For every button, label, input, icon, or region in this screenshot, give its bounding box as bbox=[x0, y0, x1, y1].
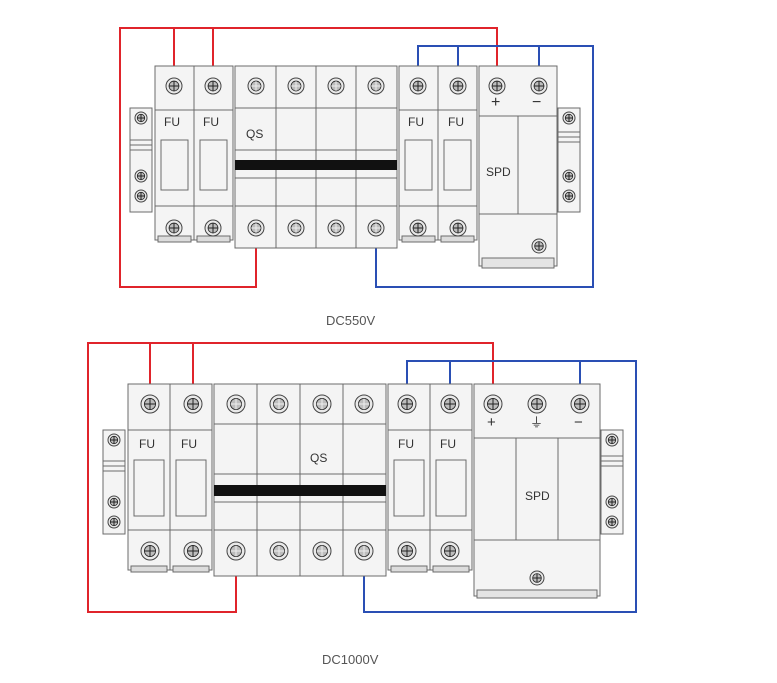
hex-screw-icon bbox=[226, 541, 246, 561]
screw-terminal-icon bbox=[562, 169, 576, 183]
screw-terminal-icon bbox=[527, 394, 547, 414]
fuse-label: FU bbox=[203, 115, 219, 129]
screw-terminal-icon bbox=[140, 541, 160, 561]
fuse-label: FU bbox=[398, 437, 414, 451]
screw-terminal-icon bbox=[107, 495, 121, 509]
fuse-holder-4: FU bbox=[429, 383, 473, 573]
switch-bar bbox=[235, 160, 397, 170]
right-end-bracket bbox=[557, 107, 581, 213]
screw-terminal-icon bbox=[165, 77, 183, 95]
fuse-holder-1: FU bbox=[154, 65, 195, 243]
switch-label: QS bbox=[310, 451, 327, 465]
hex-screw-icon bbox=[367, 77, 385, 95]
spd-ground-symbol: ⏚ bbox=[530, 415, 543, 430]
positive-outer-loop bbox=[87, 342, 494, 613]
caption-dc1000v: DC1000V bbox=[322, 652, 379, 667]
hex-screw-icon bbox=[269, 541, 289, 561]
screw-terminal-icon bbox=[440, 541, 460, 561]
hex-screw-icon bbox=[312, 394, 332, 414]
spd-positive-symbol: + bbox=[491, 94, 500, 111]
screw-terminal-icon bbox=[562, 189, 576, 203]
hex-screw-icon bbox=[269, 394, 289, 414]
isolator-switch: QS bbox=[213, 383, 387, 577]
screw-terminal-icon bbox=[488, 77, 506, 95]
diagram-dc1000v: FU FU QS FU bbox=[87, 342, 637, 667]
fuse-holder-3: FU bbox=[398, 65, 439, 243]
screw-terminal-icon bbox=[204, 219, 222, 237]
screw-terminal-icon bbox=[134, 169, 148, 183]
diagram-dc550v: FU FU QS bbox=[119, 27, 594, 328]
screw-terminal-icon bbox=[570, 394, 590, 414]
screw-terminal-icon bbox=[165, 219, 183, 237]
spd-negative-symbol: − bbox=[574, 414, 583, 431]
screw-terminal-icon bbox=[605, 433, 619, 447]
switch-label: QS bbox=[246, 127, 263, 141]
spd-label: SPD bbox=[486, 165, 511, 179]
screw-terminal-icon bbox=[134, 189, 148, 203]
caption-dc550v: DC550V bbox=[326, 313, 375, 328]
screw-terminal-icon bbox=[409, 219, 427, 237]
screw-terminal-icon bbox=[204, 77, 222, 95]
screw-terminal-icon bbox=[440, 394, 460, 414]
fuse-holder-3: FU bbox=[387, 383, 431, 573]
spd-negative-symbol: − bbox=[532, 94, 541, 111]
screw-terminal-icon bbox=[605, 495, 619, 509]
positive-outer-loop bbox=[119, 27, 498, 288]
fuse-label: FU bbox=[139, 437, 155, 451]
screw-terminal-icon bbox=[140, 394, 160, 414]
screw-terminal-icon bbox=[605, 515, 619, 529]
surge-protector: SPD + ⏚ − bbox=[473, 383, 601, 599]
right-end-bracket bbox=[600, 429, 624, 535]
fuse-label: FU bbox=[448, 115, 464, 129]
hex-screw-icon bbox=[354, 541, 374, 561]
left-end-bracket bbox=[129, 107, 153, 213]
screw-terminal-icon bbox=[530, 77, 548, 95]
screw-terminal-icon bbox=[449, 77, 467, 95]
left-end-bracket bbox=[102, 429, 126, 535]
hex-screw-icon bbox=[247, 219, 265, 237]
fuse-label: FU bbox=[181, 437, 197, 451]
fuse-label: FU bbox=[408, 115, 424, 129]
screw-terminal-icon bbox=[409, 77, 427, 95]
hex-screw-icon bbox=[247, 77, 265, 95]
switch-bar bbox=[214, 485, 386, 496]
screw-terminal-icon bbox=[529, 570, 545, 586]
screw-terminal-icon bbox=[107, 433, 121, 447]
hex-screw-icon bbox=[327, 77, 345, 95]
fuse-label: FU bbox=[164, 115, 180, 129]
screw-terminal-icon bbox=[531, 238, 547, 254]
hex-screw-icon bbox=[312, 541, 332, 561]
isolator-switch: QS bbox=[234, 65, 398, 249]
screw-terminal-icon bbox=[134, 111, 148, 125]
screw-terminal-icon bbox=[183, 394, 203, 414]
fuse-holder-2: FU bbox=[169, 383, 213, 573]
negative-outer-loop bbox=[375, 45, 594, 288]
screw-terminal-icon bbox=[107, 515, 121, 529]
spd-positive-symbol: + bbox=[487, 414, 496, 431]
screw-terminal-icon bbox=[562, 111, 576, 125]
terminal-screws-dc550v bbox=[134, 77, 576, 254]
screw-terminal-icon bbox=[183, 541, 203, 561]
hex-screw-icon bbox=[287, 219, 305, 237]
spd-label: SPD bbox=[525, 489, 550, 503]
fuse-holder-1: FU bbox=[127, 383, 171, 573]
screw-terminal-icon bbox=[397, 541, 417, 561]
fuse-label: FU bbox=[440, 437, 456, 451]
surge-protector: SPD + − bbox=[478, 65, 558, 269]
screw-terminal-icon bbox=[397, 394, 417, 414]
screw-terminal-icon bbox=[449, 219, 467, 237]
hex-screw-icon bbox=[327, 219, 345, 237]
hex-screw-icon bbox=[354, 394, 374, 414]
terminal-screws-dc1000v bbox=[107, 394, 619, 586]
fuse-holder-4: FU bbox=[437, 65, 478, 243]
hex-screw-icon bbox=[287, 77, 305, 95]
negative-outer-loop bbox=[363, 360, 637, 613]
hex-screw-icon bbox=[367, 219, 385, 237]
screw-terminal-icon bbox=[483, 394, 503, 414]
hex-screw-icon bbox=[226, 394, 246, 414]
